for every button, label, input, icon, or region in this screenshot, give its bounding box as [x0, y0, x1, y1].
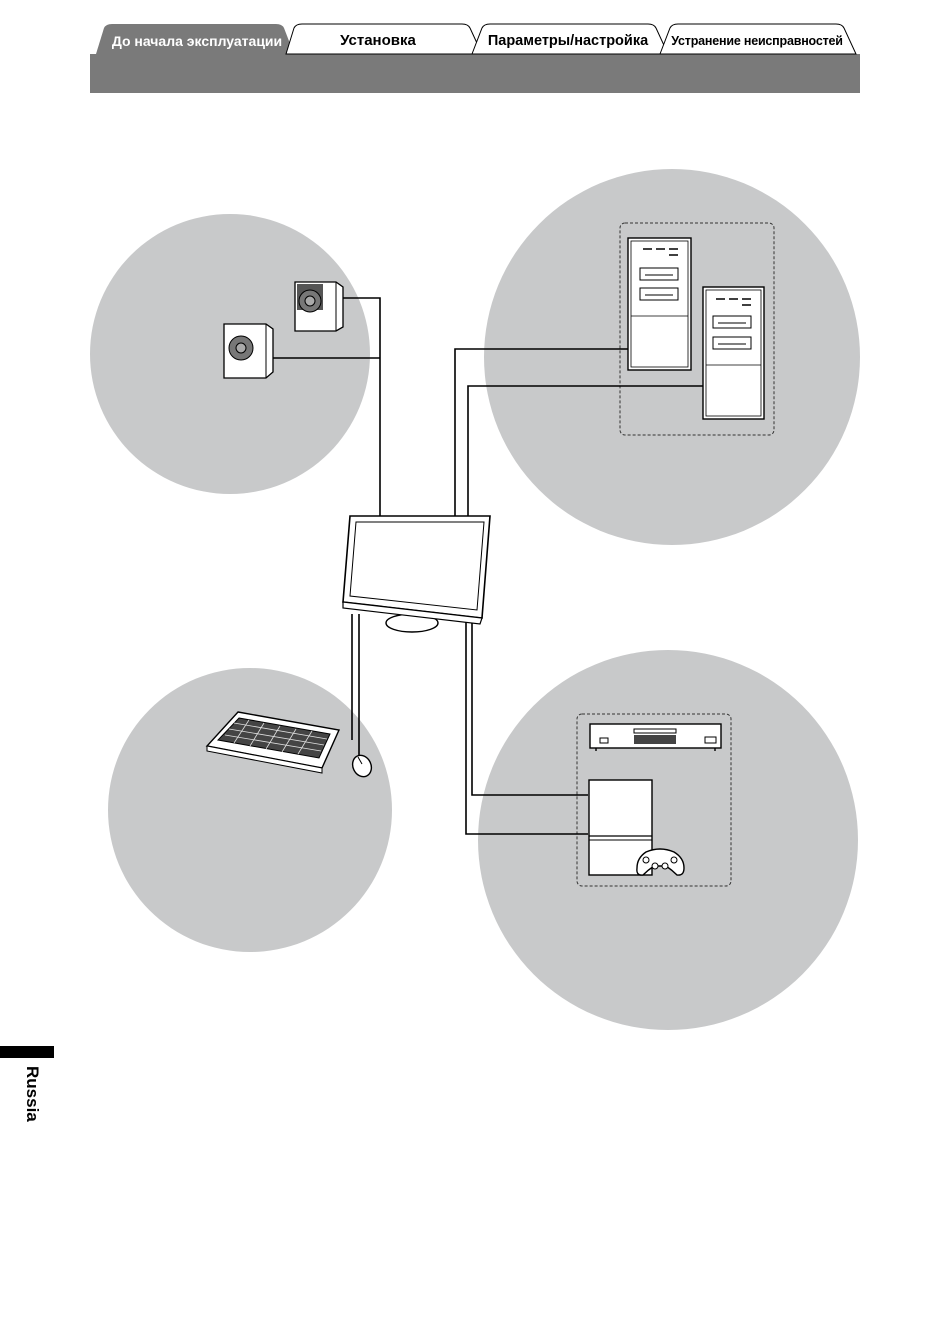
speaker-icon — [295, 282, 343, 331]
pc-tower-icon — [703, 287, 764, 419]
lcd-monitor-icon — [343, 516, 490, 632]
pc-tower-icon — [628, 238, 691, 370]
av-devices-group-circle — [478, 650, 858, 1030]
language-label: Russia — [18, 1066, 42, 1128]
language-marker-bar — [0, 1046, 54, 1058]
input-devices-group-circle — [108, 668, 392, 952]
speaker-icon — [224, 324, 273, 378]
dvd-player-icon — [590, 724, 721, 751]
